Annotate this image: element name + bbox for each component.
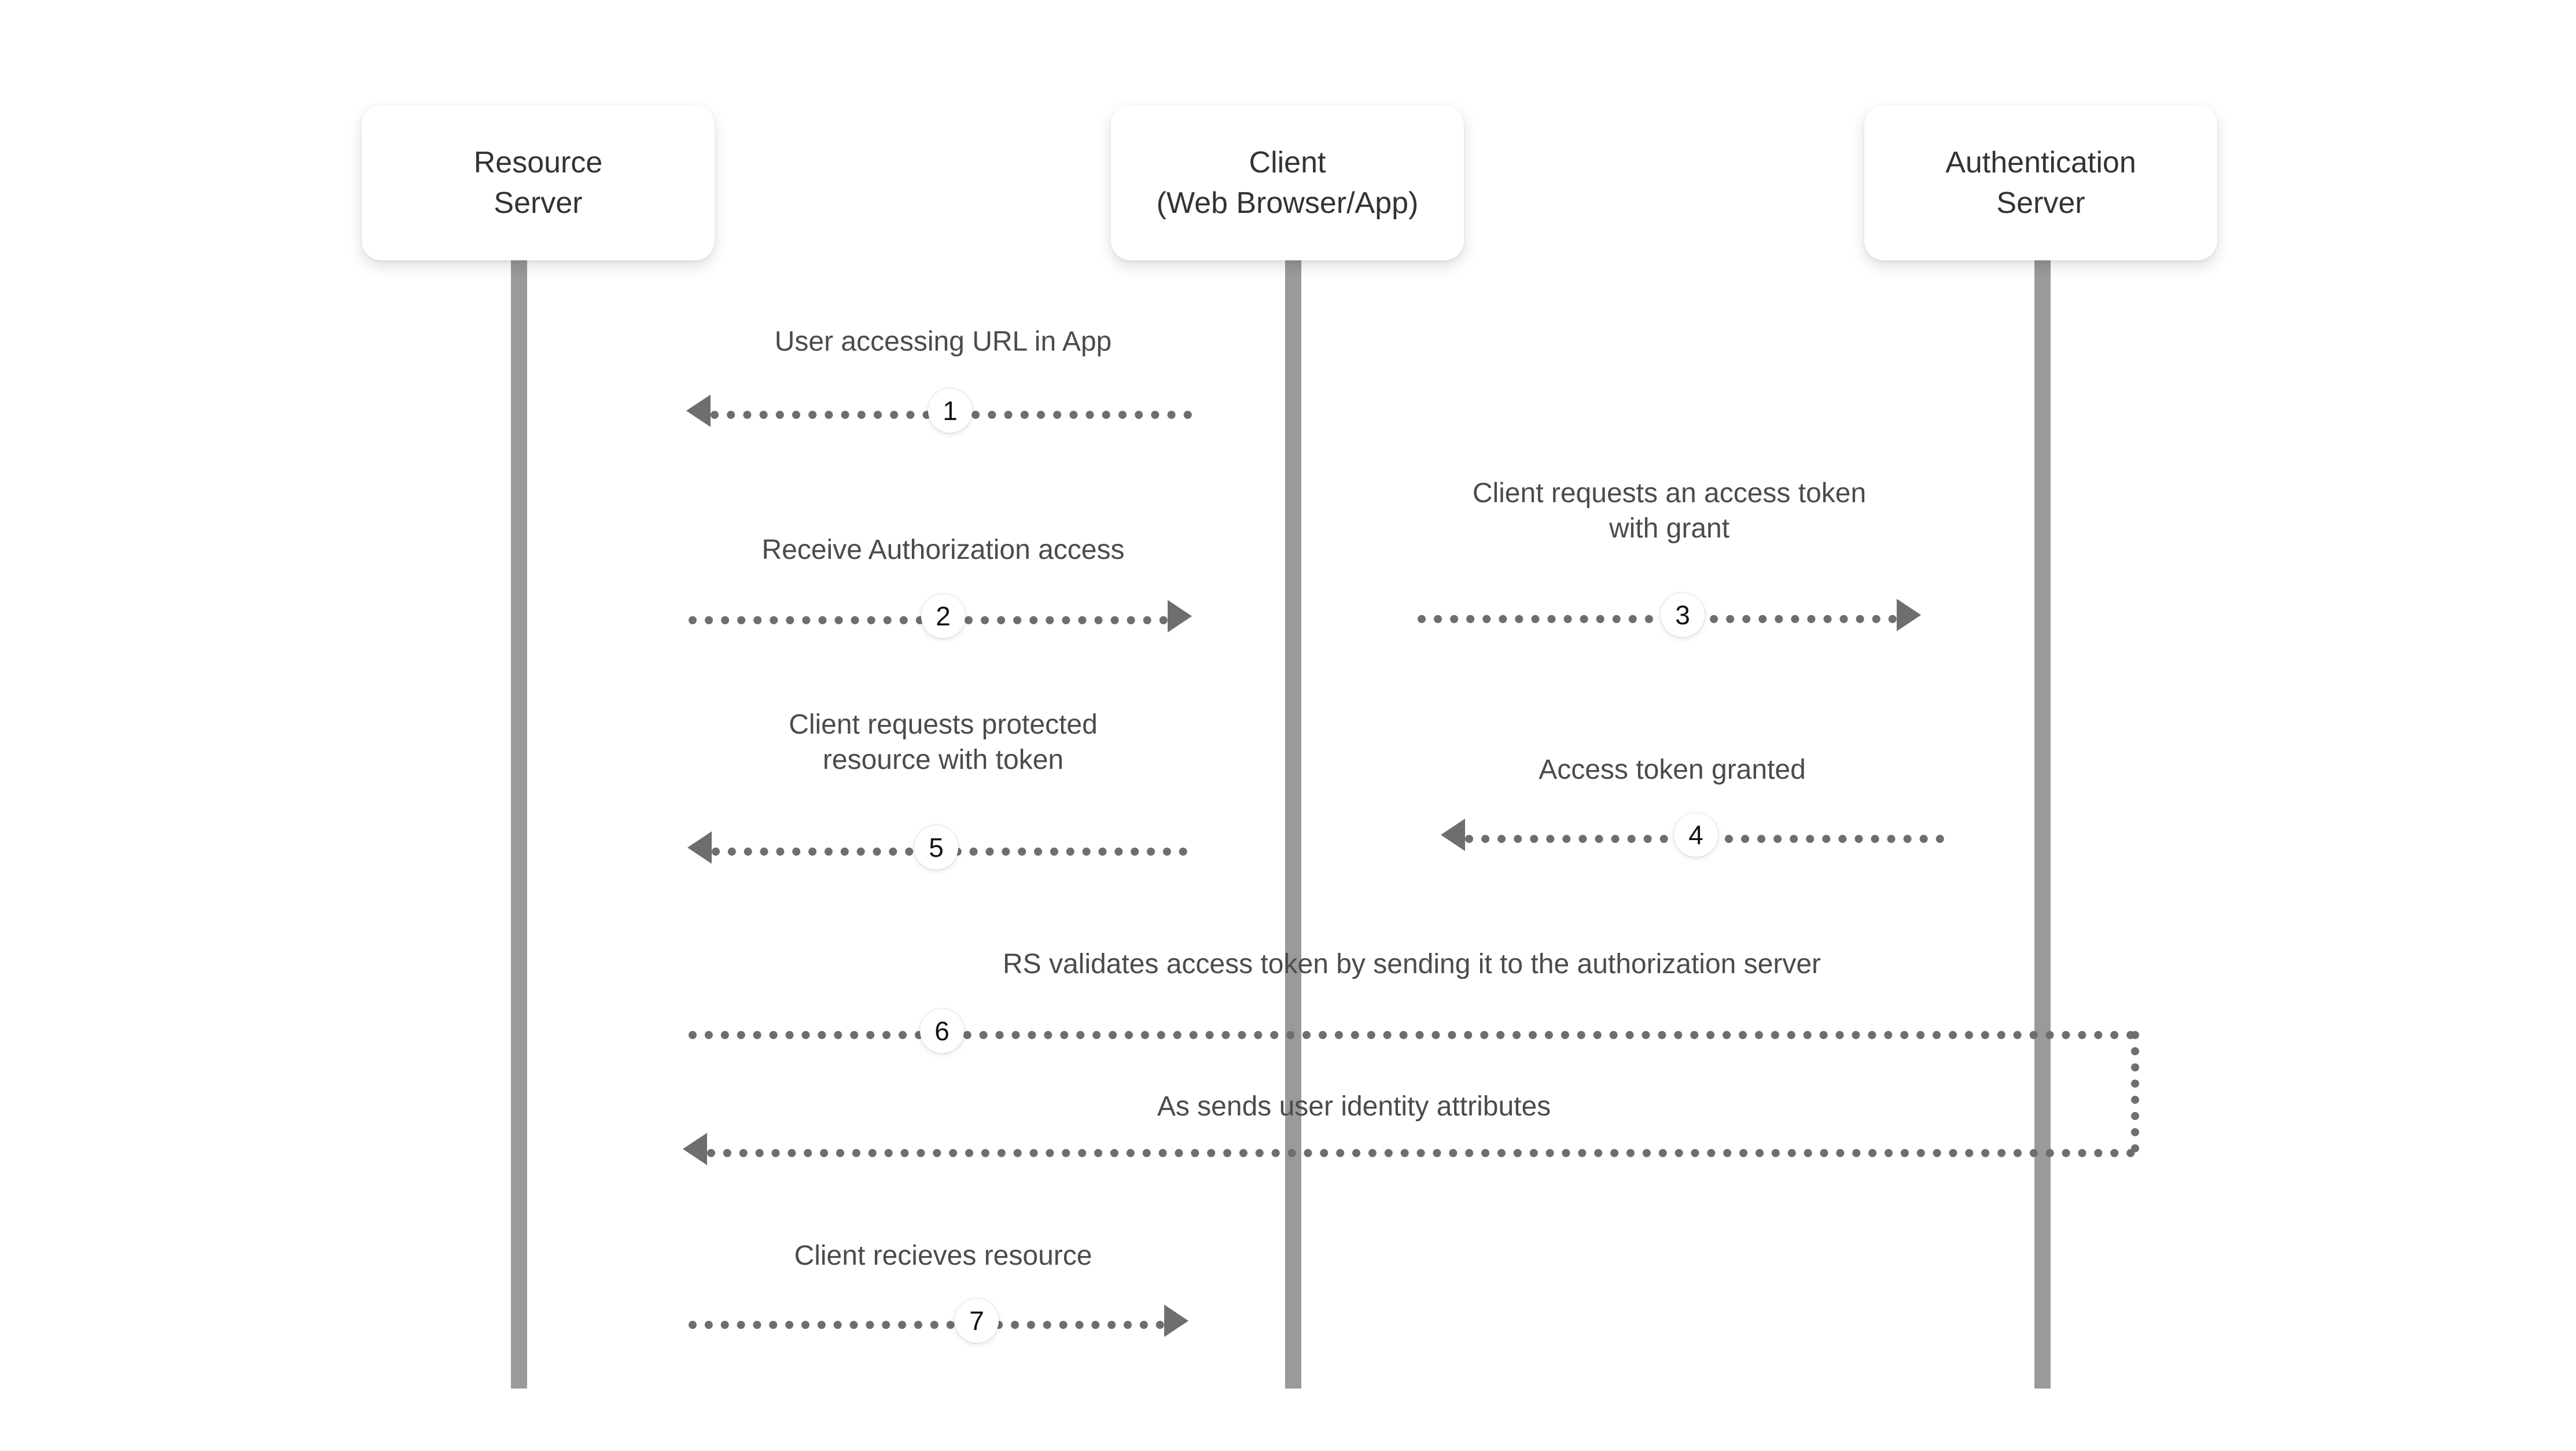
participant-client[interactable]: Client (Web Browser/App) — [1111, 105, 1464, 260]
arrow-head-left-identity-attributes — [683, 1133, 707, 1165]
participant-authentication-server-line2: Server — [1996, 186, 2085, 220]
arrow-head-right-3 — [1897, 599, 1921, 631]
arrow-head-left-1 — [686, 395, 711, 427]
participant-client-line1: Client — [1249, 145, 1326, 179]
arrow-head-right-7 — [1164, 1305, 1188, 1337]
message-line-3 — [1418, 615, 1897, 623]
message-label-1: User accessing URL in App — [774, 326, 1112, 357]
participant-resource-server[interactable]: Resource Server — [362, 105, 715, 260]
participant-authentication-server-line1: Authentication — [1945, 145, 2136, 179]
participant-client-line2: (Web Browser/App) — [1156, 186, 1419, 220]
message-badge-3: 3 — [1661, 593, 1705, 637]
message-label-2: Receive Authorization access — [761, 535, 1125, 565]
message-label-7: Client recieves resource — [794, 1240, 1092, 1271]
message-badge-1: 1 — [928, 389, 972, 433]
message-line-7 — [689, 1321, 1164, 1329]
lifeline-authentication-server — [2034, 260, 2051, 1389]
message-label-5: Client requests protected resource with … — [789, 709, 1098, 776]
message-label-3: Client requests an access token with gra… — [1472, 478, 1867, 544]
message-line-identity-attributes — [707, 1149, 2135, 1157]
arrow-head-left-5 — [687, 831, 712, 864]
lifeline-resource-server — [511, 260, 527, 1389]
message-label-6: RS validates access token by sending it … — [1002, 949, 1821, 979]
participant-authentication-server[interactable]: Authentication Server — [1864, 105, 2217, 260]
message-connector-vertical — [2131, 1031, 2139, 1152]
message-badge-6: 6 — [920, 1009, 964, 1053]
message-badge-7: 7 — [955, 1299, 999, 1343]
message-badge-5: 5 — [914, 826, 958, 870]
participant-resource-server-line2: Server — [494, 186, 583, 220]
message-badge-4: 4 — [1674, 813, 1718, 857]
arrow-head-left-4 — [1441, 819, 1465, 851]
message-label-4: Access token granted — [1539, 754, 1806, 785]
arrow-head-right-2 — [1168, 600, 1192, 632]
lifeline-client — [1285, 260, 1301, 1389]
participant-resource-server-line1: Resource — [473, 145, 603, 179]
message-badge-2: 2 — [921, 594, 965, 638]
message-line-6 — [689, 1031, 2135, 1039]
message-label-identity-attributes: As sends user identity attributes — [1157, 1091, 1551, 1122]
